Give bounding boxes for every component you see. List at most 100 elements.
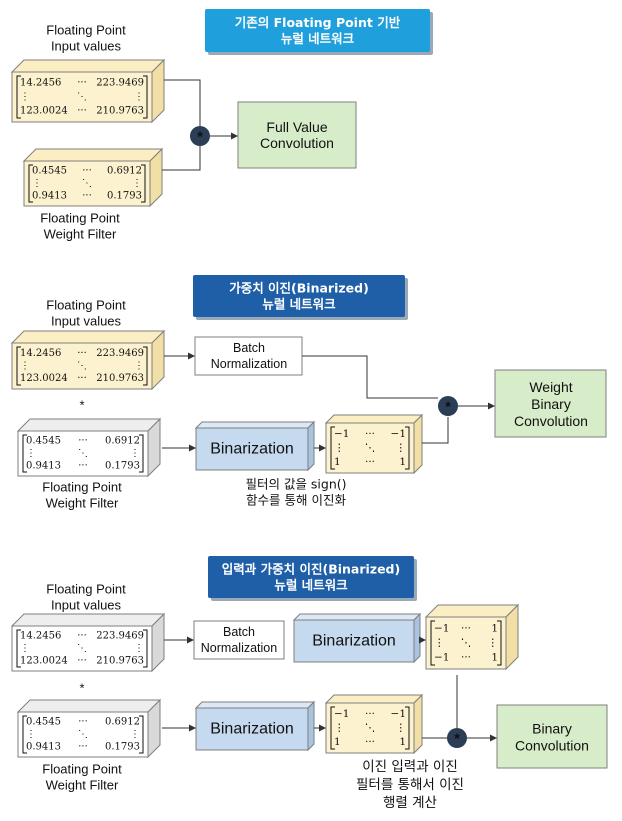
cube-top-face: [324, 414, 424, 424]
input-cube: [10, 612, 166, 673]
connector-arrow: [419, 636, 426, 644]
connector-arrow: [162, 724, 196, 732]
arrow-head: [319, 444, 326, 452]
matrix-cell: ⋮: [20, 643, 30, 654]
connector-arrow: [164, 79, 201, 126]
matrix: 0.4545···0.6912⋮⋱⋮0.9413···0.1793: [22, 715, 144, 754]
operator-symbol: *: [197, 129, 203, 146]
cube-side-face: [413, 693, 423, 755]
matrix-left-bracket: [330, 426, 335, 470]
operator-circle: [438, 396, 458, 416]
matrix-cell: 0.6912: [105, 436, 140, 447]
matrix-cell: ⋮: [130, 729, 140, 740]
matrix-cell: 0.1793: [107, 190, 142, 201]
connector-arrow: [314, 724, 326, 732]
section-title: 입력과 가중치 이진(Binarized): [222, 562, 400, 577]
matrix-cell: ⋮: [334, 442, 345, 454]
matrix-cell: 123.0024: [20, 106, 68, 117]
section-title-banner: 가중치 이진(Binarized)뉴럴 네트워크: [193, 275, 408, 320]
matrix-cell: 210.9763: [96, 373, 144, 384]
connector-arrow: [302, 355, 437, 399]
note-text: 행렬 계산: [383, 795, 437, 811]
cube-front-face: [17, 430, 149, 477]
output-label: Convolution: [515, 738, 589, 754]
arrow-head: [231, 132, 238, 140]
matrix-cell: 0.9413: [32, 190, 67, 201]
cube-side-face: [307, 420, 315, 472]
matrix-cell: −1: [434, 652, 449, 664]
matrix-cell: −1: [434, 622, 449, 634]
matrix-cell: 1: [334, 456, 341, 468]
matrix-cell: ⋱: [77, 92, 87, 103]
output-box: [494, 369, 607, 438]
matrix-left-bracket: [16, 75, 21, 119]
arrow-head: [188, 352, 195, 360]
label-text: Floating Point: [46, 582, 126, 597]
label-text: Floating Point: [46, 23, 126, 38]
matrix-cell: ⋱: [77, 361, 87, 372]
cube-top-face: [194, 701, 316, 709]
binary-input-cube: [424, 603, 520, 671]
binary-weight-cube: [324, 413, 424, 475]
matrix-cell: 1: [491, 622, 498, 634]
matrix-cell: 210.9763: [96, 106, 144, 117]
banner-box: [193, 275, 405, 317]
output-label: Convolution: [514, 413, 588, 429]
matrix-cell: ···: [78, 436, 88, 447]
matrix-cell: ⋮: [434, 637, 445, 649]
matrix-right-bracket: [141, 164, 146, 203]
input-cube: [10, 58, 166, 124]
matrix-cell: 223.9469: [96, 631, 144, 642]
note-text: 필터의 값을 sign(): [245, 477, 346, 492]
matrix-cell: ···: [461, 622, 471, 634]
matrix-cell: ⋮: [20, 361, 30, 372]
label-text: Floating Point: [42, 480, 122, 495]
binarization-box: [194, 420, 316, 472]
binarization-weight-box: [194, 700, 316, 752]
matrix-right-bracket: [139, 434, 144, 473]
matrix-right-bracket: [143, 346, 148, 386]
connector-arrow: [314, 444, 326, 452]
section-title: 가중치 이진(Binarized): [229, 281, 369, 296]
matrix-left-bracket: [28, 164, 33, 203]
matrix: 0.4545···0.6912⋮⋱⋮0.9413···0.1793: [22, 434, 144, 473]
connector-arrow: [458, 402, 495, 410]
cube-side-face: [413, 413, 423, 475]
matrix-cell: −1: [334, 428, 349, 440]
cube-side-face: [307, 700, 315, 752]
matrix-cell: ⋮: [134, 92, 144, 103]
cube-top-face: [16, 699, 162, 713]
section-title: 뉴럴 네트워크: [262, 297, 336, 312]
matrix-cell: ⋮: [26, 448, 36, 459]
cube-top-face: [10, 59, 166, 73]
arrow-head: [419, 636, 426, 644]
output-box: [496, 704, 608, 769]
section-title: 뉴럴 네트워크: [274, 578, 348, 593]
banner-box: [208, 556, 414, 598]
section-title: 뉴럴 네트워크: [281, 31, 355, 46]
binarization-label: Binarization: [312, 633, 396, 650]
matrix-cell: 0.4545: [26, 717, 61, 728]
operator-symbol: *: [454, 731, 460, 748]
arrow-head: [488, 402, 495, 410]
star-mark: *: [79, 681, 84, 696]
section-title-banner: 입력과 가중치 이진(Binarized)뉴럴 네트워크: [208, 556, 417, 601]
cube-front-face: [293, 619, 415, 663]
cube-top-face: [22, 148, 164, 162]
cube-front-face: [23, 160, 151, 207]
matrix-cell: ···: [77, 655, 87, 666]
label-text: Floating Point: [40, 211, 120, 226]
label-text: Weight Filter: [46, 496, 119, 511]
matrix-cell: 223.9469: [96, 348, 144, 359]
output-label: Weight: [529, 379, 572, 395]
matrix-cell: 0.1793: [105, 460, 140, 471]
matrix-right-bracket: [143, 75, 148, 119]
weight-cube: [16, 417, 162, 478]
matrix-cell: −1: [391, 428, 406, 440]
matrix-cell: ⋱: [78, 448, 88, 459]
binarization-label: Binarization: [210, 441, 294, 458]
matrix-cell: ⋮: [134, 643, 144, 654]
cube-front-face: [11, 71, 153, 123]
output-box: [237, 101, 357, 169]
